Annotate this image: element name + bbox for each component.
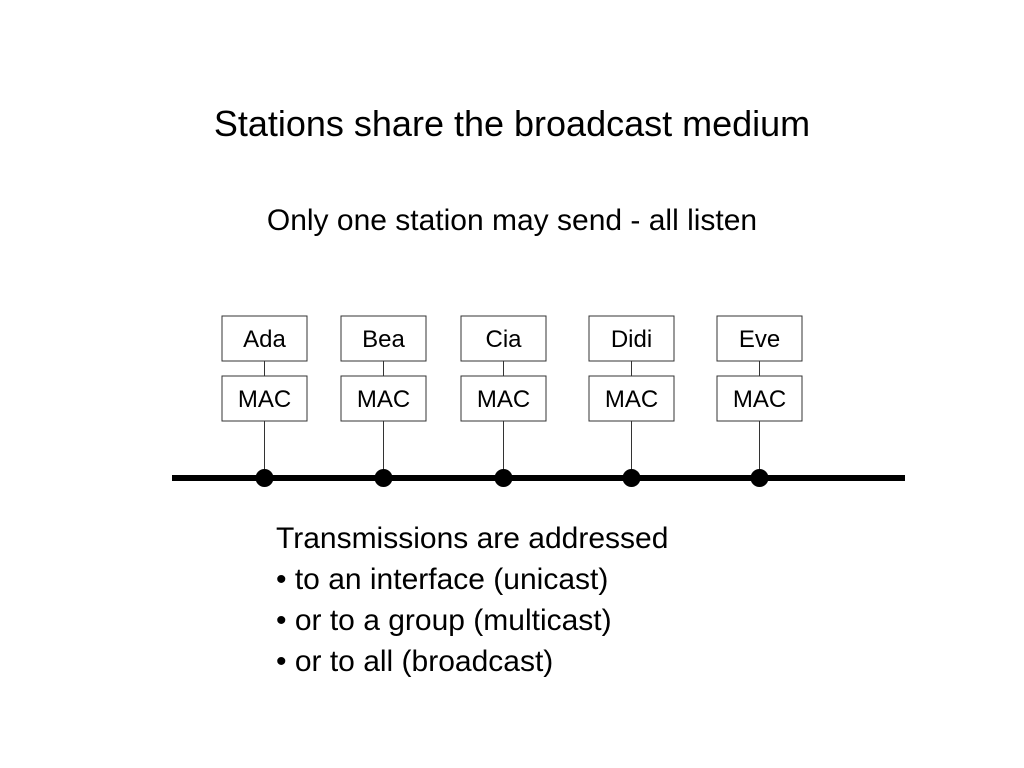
mac-label: MAC [477,386,530,413]
addressing-notes: Transmissions are addressed • to an inte… [276,518,668,682]
station-name: Ada [243,326,286,353]
bus-node [494,469,513,487]
station-box [460,315,547,362]
station-box [588,315,675,362]
mac-box [716,375,803,422]
mac-label: MAC [605,386,658,413]
station-name: Bea [362,326,405,353]
mac-label: MAC [357,386,410,413]
station-name: Cia [485,326,522,353]
notes-item-unicast: • to an interface (unicast) [276,563,609,596]
station-ada: Ada MAC [221,315,308,487]
mac-label: MAC [733,386,786,413]
bus-node [750,469,769,487]
station-didi: Didi MAC [588,315,675,487]
bus-node [622,469,641,487]
bus-node [255,469,274,487]
station-eve: Eve MAC [716,315,803,487]
slide-title: Stations share the broadcast medium [213,103,811,144]
station-cia: Cia MAC [460,315,547,487]
station-name: Eve [739,326,780,353]
bus-node [374,469,393,487]
slide-subtitle: Only one station may send - all listen [266,204,758,237]
mac-box [221,375,308,422]
notes-heading: Transmissions are addressed [276,522,669,555]
station-box [716,315,803,362]
station-name: Didi [611,326,652,353]
station-box [340,315,427,362]
mac-label: MAC [238,386,291,413]
notes-item-multicast: • or to a group (multicast) [276,604,612,637]
notes-item-broadcast: • or to all (broadcast) [276,645,554,678]
station-bea: Bea MAC [340,315,427,487]
